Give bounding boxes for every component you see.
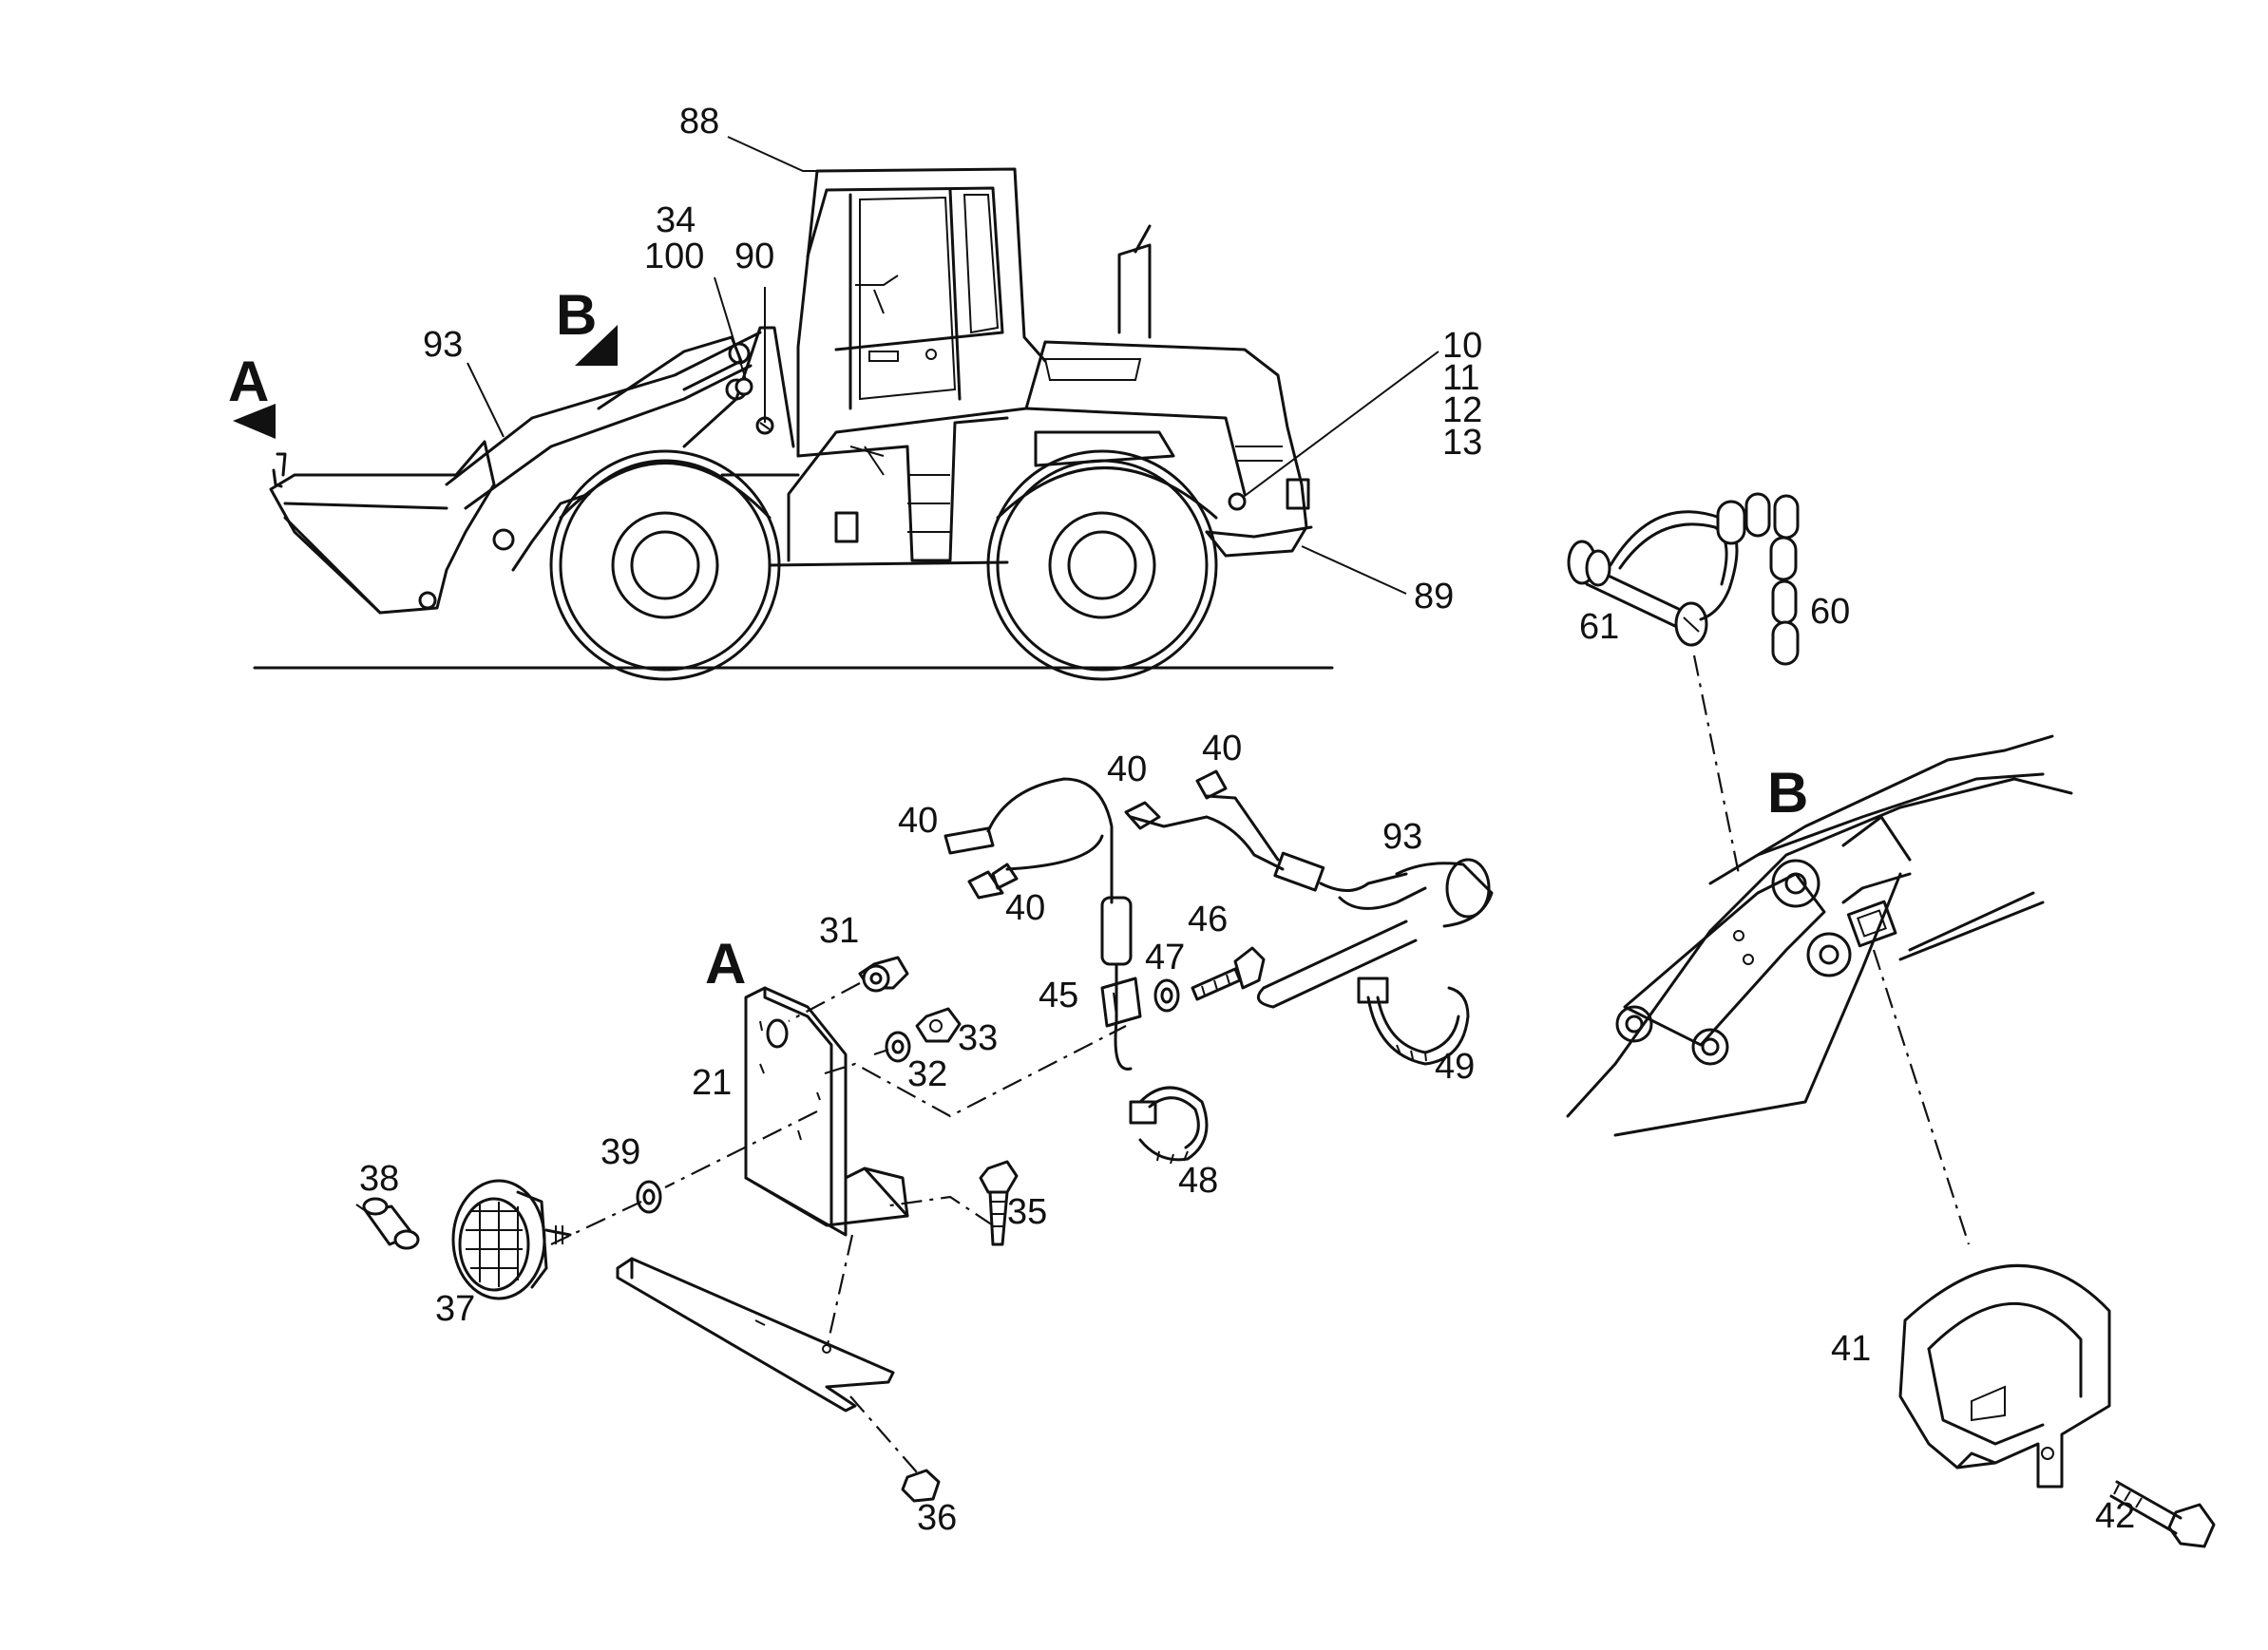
nut-31: [858, 956, 909, 993]
callout-60: 60: [1810, 592, 1850, 632]
bracket-21: [744, 986, 909, 1237]
callout-93: 93: [1382, 817, 1422, 857]
guard-41: [1898, 1263, 2111, 1489]
cable-tie-49: [1357, 977, 1470, 1066]
callout-42: 42: [2095, 1496, 2135, 1536]
callout-90: 90: [734, 237, 774, 276]
clamp-45: [1100, 977, 1142, 1028]
callout-46: 46: [1188, 900, 1228, 939]
view-a-title: A: [705, 932, 746, 996]
bulb-38: [355, 1197, 420, 1250]
washer-32: [885, 1031, 911, 1063]
nut-33: [915, 1007, 962, 1043]
callout-93-top: 93: [423, 325, 463, 365]
washer-39: [636, 1180, 662, 1214]
callout-31: 31: [819, 911, 859, 951]
callout-88: 88: [679, 102, 719, 142]
callout-13: 13: [1442, 423, 1482, 463]
callout-40-left: 40: [898, 801, 938, 841]
nut-36: [901, 1469, 941, 1503]
callout-33: 33: [958, 1018, 998, 1058]
callout-35: 35: [1007, 1192, 1047, 1232]
callout-47: 47: [1145, 938, 1185, 977]
callout-10: 10: [1442, 326, 1482, 366]
callout-32: 32: [907, 1054, 947, 1094]
callout-100: 100: [644, 237, 704, 276]
bolt-42: [2109, 1480, 2216, 1548]
cable-tie-48: [1129, 1086, 1209, 1165]
callout-37: 37: [435, 1289, 475, 1329]
callout-12: 12: [1442, 390, 1482, 430]
view-b-title: B: [1767, 761, 1808, 825]
callout-34: 34: [656, 200, 696, 240]
wheel-loader-overview: [253, 136, 1439, 681]
callout-48: 48: [1178, 1161, 1218, 1201]
callout-36: 36: [917, 1498, 957, 1538]
callout-40-top-left: 40: [1107, 749, 1147, 789]
callout-41: 41: [1831, 1329, 1871, 1369]
bolt-46: [1191, 946, 1266, 1001]
bolt-35: [979, 1160, 1019, 1246]
callout-89: 89: [1414, 577, 1454, 616]
linkage-view-b: [1566, 734, 2073, 1137]
lamp-37: [451, 1179, 572, 1300]
callout-39: 39: [600, 1132, 640, 1172]
view-b-marker-label: B: [556, 283, 597, 347]
view-b-arrow-icon: [575, 325, 618, 366]
callout-45: 45: [1039, 976, 1078, 1015]
callout-21: 21: [692, 1063, 732, 1103]
callout-40-bottom: 40: [1005, 888, 1045, 928]
wiring-harness: [943, 769, 1494, 1071]
callout-labels: 88 34 100 90 93 10 11 12 13 89 61 60 40 …: [359, 102, 2135, 1538]
pin-and-chain-assembly: [1567, 492, 1800, 666]
callout-40-top-right: 40: [1202, 729, 1242, 768]
callout-38: 38: [359, 1159, 399, 1199]
view-a-marker-label: A: [228, 350, 269, 413]
callout-49: 49: [1435, 1047, 1475, 1087]
callout-11: 11: [1442, 358, 1479, 398]
washer-47: [1153, 978, 1180, 1013]
callout-61: 61: [1579, 607, 1619, 647]
guard-plate: [616, 1257, 895, 1413]
view-a-arrow-icon: [233, 404, 276, 439]
